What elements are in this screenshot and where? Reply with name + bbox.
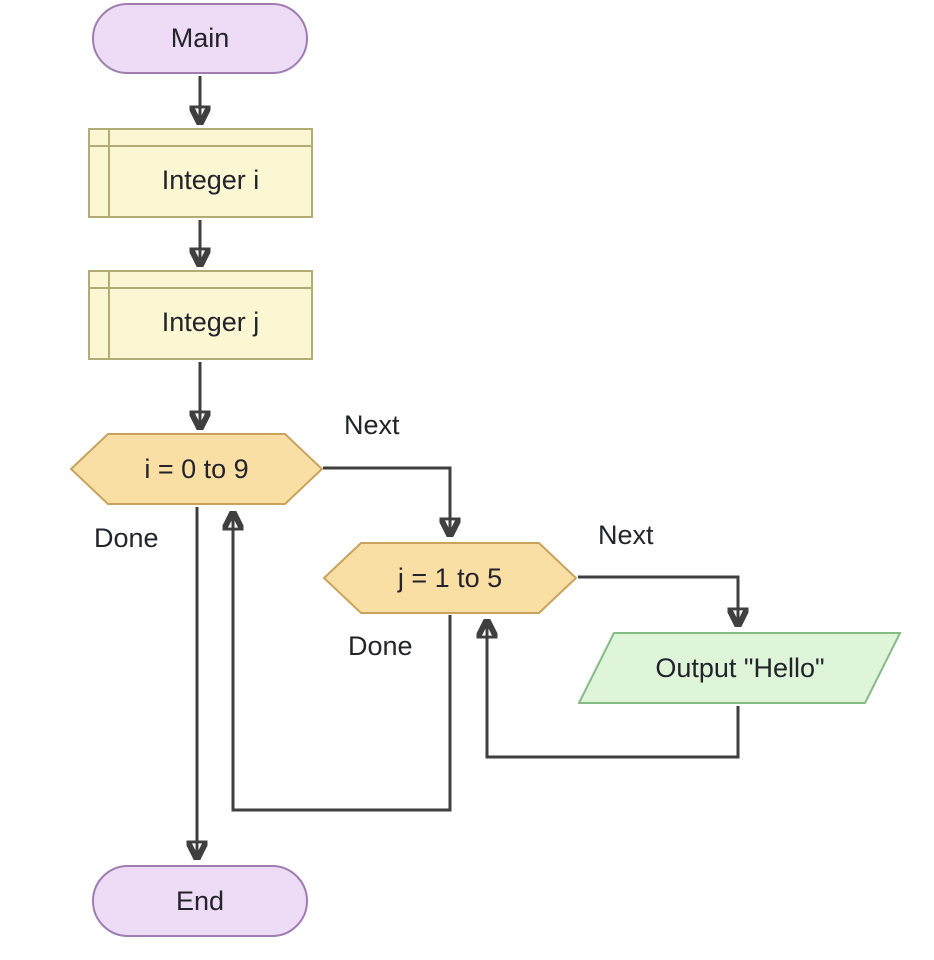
edge-loop-j-done-back-to-loop-i[interactable] xyxy=(233,512,452,812)
node-end-terminal[interactable]: End xyxy=(92,865,308,937)
node-declare-i-label: Integer i xyxy=(161,165,260,195)
edge-output-back-to-loop-j[interactable] xyxy=(487,620,740,759)
node-loop-i[interactable]: i = 0 to 9 xyxy=(70,433,323,505)
output-parallelogram-shape xyxy=(578,632,902,704)
loop-j-done-label: Done xyxy=(348,631,413,661)
node-declare-j-label: Integer j xyxy=(161,307,260,337)
node-loop-j-label: j = 1 to 5 xyxy=(397,562,503,593)
node-declare-j[interactable]: Integer j xyxy=(88,270,313,360)
parallelogram xyxy=(578,632,902,704)
edge-loop-j-next-to-output[interactable] xyxy=(578,575,738,626)
node-end-label: End xyxy=(175,885,225,916)
node-main-label: Main xyxy=(170,23,230,53)
node-main-terminal[interactable]: Main xyxy=(92,3,308,74)
loop-hexagon-shape xyxy=(323,542,577,614)
node-output-hello[interactable]: Output "Hello" xyxy=(578,632,902,704)
loop-j-next-label: Next xyxy=(598,520,654,550)
hexagon xyxy=(70,433,323,505)
edge-loop-i-next-to-loop-j[interactable] xyxy=(323,466,450,536)
node-loop-i-label: i = 0 to 9 xyxy=(144,453,249,484)
node-declare-i[interactable]: Integer i xyxy=(88,128,313,218)
declare-vertical-rule xyxy=(108,272,110,358)
loop-i-next-label: Next xyxy=(344,410,400,440)
hexagon xyxy=(323,542,577,614)
loop-i-done-label: Done xyxy=(94,523,159,553)
loop-hexagon-shape xyxy=(70,433,323,505)
declare-horizontal-rule xyxy=(90,145,311,147)
declare-vertical-rule xyxy=(108,130,110,216)
node-loop-j[interactable]: j = 1 to 5 xyxy=(323,542,577,614)
node-output-hello-label: Output "Hello" xyxy=(655,652,825,683)
declare-horizontal-rule xyxy=(90,287,311,289)
